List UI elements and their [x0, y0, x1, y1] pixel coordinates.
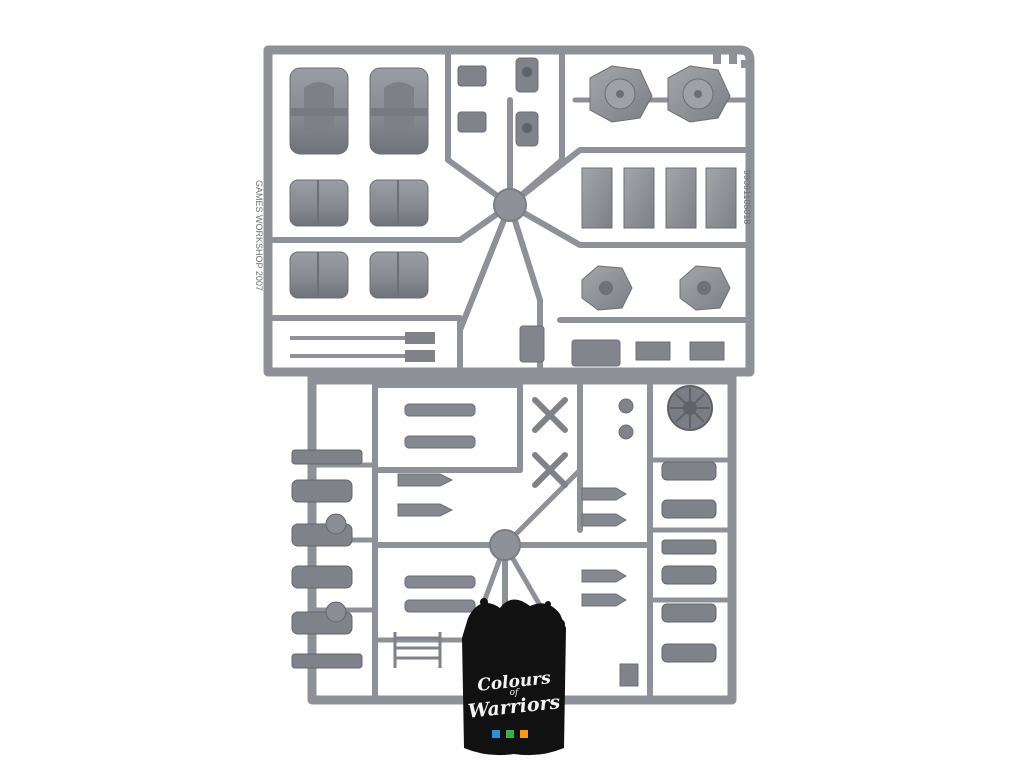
- hex-plate-parts: [581, 265, 731, 311]
- watermark-swatch-green: [506, 730, 514, 738]
- hatch-parts: [589, 65, 731, 123]
- watermark-swatch-blue: [492, 730, 500, 738]
- armor-plate-parts: [581, 167, 737, 229]
- ink-splash-shape: [462, 598, 566, 756]
- weapon-parts: [291, 449, 363, 669]
- sprue-frame-text: GAMES WORKSHOP 2007: [254, 180, 264, 291]
- fan-part: [667, 385, 713, 431]
- sprue-code-text: 99091105018: [742, 170, 752, 224]
- cross-parts: [532, 397, 568, 488]
- watermark-text-line2: of: [509, 688, 519, 698]
- watermark-logo: Colours of Warriors: [460, 598, 568, 758]
- ladder-part: [393, 632, 442, 668]
- sprue-hub-lower: [489, 529, 521, 561]
- engine-housing-parts: [289, 67, 429, 299]
- watermark-swatch-orange: [520, 730, 528, 738]
- sprue-hub-upper: [493, 188, 527, 222]
- missile-parts: [581, 487, 627, 607]
- barrel-parts: [397, 403, 476, 613]
